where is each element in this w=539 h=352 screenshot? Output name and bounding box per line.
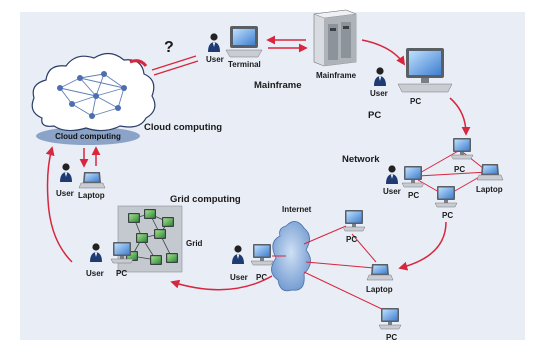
mainframe-icon [313, 9, 357, 67]
network-pc2-label: PC [454, 165, 465, 174]
internet-pc-top-label: PC [346, 235, 357, 244]
terminal-user-label: User [206, 55, 224, 64]
terminal-icon [225, 26, 263, 58]
internet-label: Internet [282, 205, 312, 214]
grid-pc-label: PC [116, 269, 127, 278]
network-pc3-label: PC [442, 211, 453, 220]
internet-to-grid-arrow [170, 275, 273, 291]
cloud-computing-heading: Cloud computing [144, 122, 222, 133]
network-pc3-icon [434, 185, 458, 208]
network-pc2-icon [450, 137, 474, 160]
grid-user-label: User [86, 269, 104, 278]
internet-laptop-label: Laptop [366, 285, 393, 294]
cloud-link-line-1 [151, 55, 197, 71]
pc-to-network-arrow [449, 97, 471, 136]
grid-pc-icon [110, 241, 134, 264]
internet-pc-left-icon [250, 243, 274, 266]
grid-computing-heading: Grid computing [170, 194, 241, 205]
network-heading: Network [342, 154, 380, 165]
pc-label: PC [410, 97, 421, 106]
internet-cloud [271, 221, 311, 292]
internet-pc-top-icon [342, 209, 366, 232]
cloud-link-line-2 [153, 60, 199, 76]
cloud-user-label: User [56, 189, 74, 198]
cloud-laptop-label: Laptop [78, 191, 105, 200]
grid-to-cloud-arrow [45, 146, 73, 263]
network-laptop-label: Laptop [476, 185, 503, 194]
pc-user-label: User [370, 89, 388, 98]
cloud-computing-cloud: Cloud computing [31, 52, 156, 145]
network-pc1-icon [401, 165, 425, 188]
network-to-internet-arrow [398, 221, 447, 271]
question-mark: ? [164, 39, 174, 56]
internet-user-label: User [230, 273, 248, 282]
internet-pc-left-label: PC [256, 273, 267, 282]
mainframe-heading: Mainframe [254, 80, 302, 91]
mainframe-device-label: Mainframe [316, 71, 357, 80]
cloud-inner-label: Cloud computing [55, 132, 121, 141]
cloud-shape [31, 52, 156, 132]
internet-links [272, 225, 385, 311]
network-pc1-label: PC [408, 191, 419, 200]
cloud-accent [129, 59, 148, 67]
grid-label: Grid [186, 239, 203, 248]
cloud-nodes [57, 71, 127, 119]
internet-pc-bottom-icon [378, 307, 402, 330]
pc-heading: PC [368, 110, 381, 121]
pc-icon [397, 48, 453, 93]
network-user-label: User [383, 187, 401, 196]
terminal-label: Terminal [228, 60, 261, 69]
internet-pc-bottom-label: PC [386, 333, 397, 342]
cloud-base [36, 127, 140, 145]
mainframe-to-pc-arrow [361, 39, 405, 66]
cloud-mesh [59, 73, 125, 117]
